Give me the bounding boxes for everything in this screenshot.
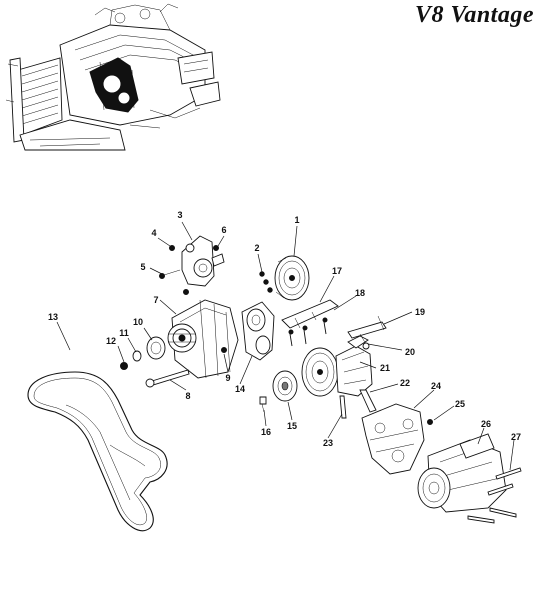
callout-13: 13 bbox=[48, 312, 58, 322]
callout-2: 2 bbox=[254, 243, 259, 253]
callout-18: 18 bbox=[355, 288, 365, 298]
alternator-bolt bbox=[145, 369, 190, 388]
compressor-bolts bbox=[467, 467, 522, 524]
callout-labels: 1 2 3 4 5 6 7 8 9 10 11 12 13 14 15 16 1… bbox=[48, 210, 521, 448]
callout-5: 5 bbox=[140, 262, 145, 272]
bolt-23 bbox=[339, 395, 347, 419]
pipe-clip bbox=[347, 315, 387, 350]
tensioner-bracket bbox=[159, 235, 225, 295]
callout-3: 3 bbox=[177, 210, 182, 220]
callout-22: 22 bbox=[400, 378, 410, 388]
power-steering-pulley bbox=[301, 335, 373, 397]
alternator bbox=[167, 299, 239, 379]
engine-overview-illustration bbox=[5, 3, 221, 151]
callout-15: 15 bbox=[287, 421, 297, 431]
callout-24: 24 bbox=[431, 381, 441, 391]
brand-logo: V8 Vantage bbox=[414, 2, 534, 28]
callout-8: 8 bbox=[185, 391, 190, 401]
callout-14: 14 bbox=[235, 384, 245, 394]
callout-19: 19 bbox=[415, 307, 425, 317]
callout-4: 4 bbox=[151, 228, 156, 238]
callout-16: 16 bbox=[261, 427, 271, 437]
callout-1: 1 bbox=[294, 215, 299, 225]
callout-21: 21 bbox=[380, 363, 390, 373]
callout-17: 17 bbox=[332, 266, 342, 276]
callout-9: 9 bbox=[225, 373, 230, 383]
callout-11: 11 bbox=[119, 328, 129, 338]
callout-26: 26 bbox=[481, 419, 491, 429]
callout-12: 12 bbox=[106, 336, 116, 346]
water-pump-pulley bbox=[259, 255, 310, 301]
callout-27: 27 bbox=[511, 432, 521, 442]
ac-compressor bbox=[417, 433, 507, 513]
callout-7: 7 bbox=[153, 295, 158, 305]
callout-6: 6 bbox=[221, 225, 226, 235]
compressor-bracket bbox=[361, 403, 433, 475]
leader-lines bbox=[56, 221, 515, 471]
idler-pulley bbox=[259, 370, 298, 413]
callout-23: 23 bbox=[323, 438, 333, 448]
bolt-22 bbox=[359, 389, 377, 413]
callout-25: 25 bbox=[455, 399, 465, 409]
callout-20: 20 bbox=[405, 347, 415, 357]
idler-tensioner bbox=[241, 301, 275, 361]
bracket-17 bbox=[281, 299, 339, 347]
alternator-pulley bbox=[120, 336, 166, 370]
callout-10: 10 bbox=[133, 317, 143, 327]
bolt-9 bbox=[221, 347, 227, 353]
drive-belt bbox=[27, 371, 168, 532]
